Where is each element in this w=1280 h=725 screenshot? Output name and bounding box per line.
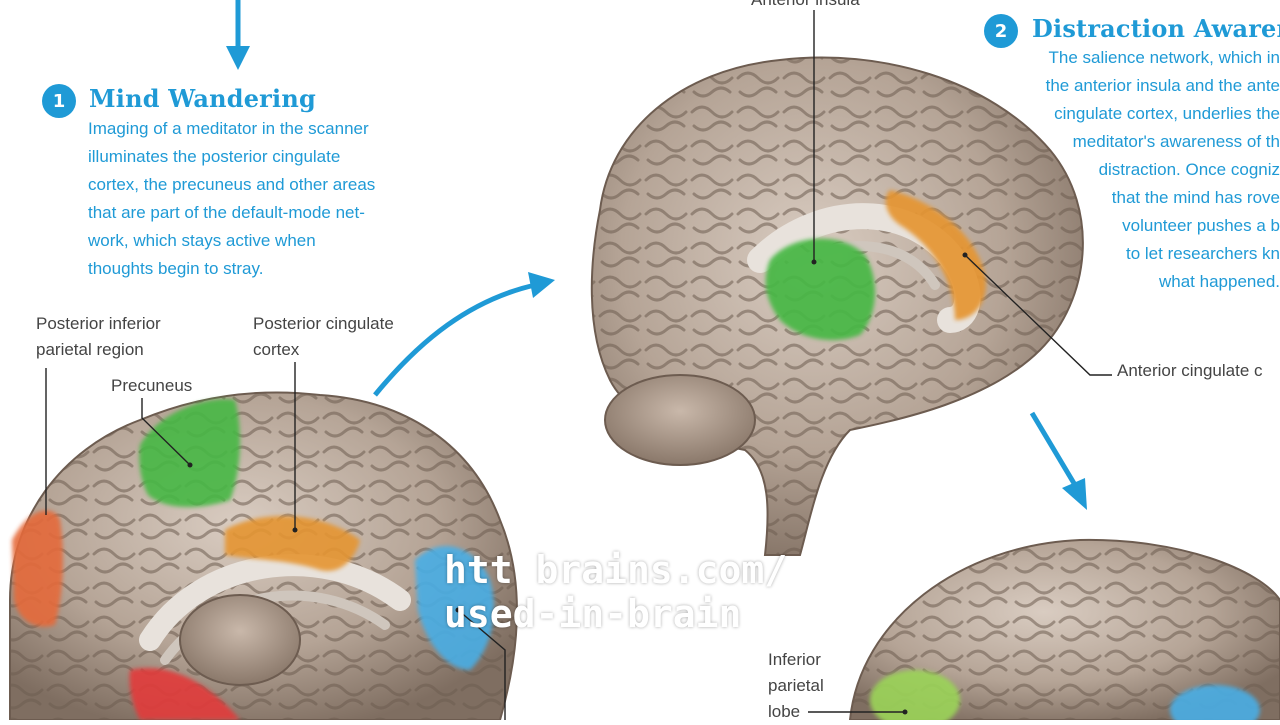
step-2-badge: 2 [984,14,1018,48]
watermark-line-2: used-in-brain [444,592,742,636]
step-1-number: 1 [52,90,66,112]
step-2-number: 2 [994,20,1008,42]
step-1-badge: 1 [42,84,76,118]
brain-view-3 [848,538,1280,720]
label-line: parietal region [36,340,144,359]
label-line: parietal [768,676,824,695]
step-1-line: that are part of the default-mode net- [88,203,365,222]
step-1-line: work, which stays active when [88,231,316,250]
label-inferior-parietal-lobe: Inferior parietal lobe [768,647,824,725]
leader-anterior-cingulate [964,254,1112,376]
curved-arrow-icon [373,272,555,397]
step-2-line: volunteer pushes a b [1122,216,1280,235]
label-posterior-cingulate: Posterior cingulate cortex [253,311,394,363]
arrow-diagonal-icon [1029,411,1087,510]
anterior-insula-region [765,238,876,340]
step-1-title: Mind Wandering [89,84,316,113]
label-line: cortex [253,340,300,359]
step-1-line: Imaging of a meditator in the scanner [88,119,369,138]
step-1-description: Imaging of a meditator in the scanner il… [88,115,375,283]
step-2-line: the anterior insula and the ante [1045,76,1280,95]
precuneus-region [139,399,240,507]
step-2-line: what happened. [1159,272,1280,291]
step-2-line: to let researchers kn [1125,244,1280,263]
watermark-line-1: htt brains.com/ [444,548,788,592]
label-posterior-inferior-parietal: Posterior inferior parietal region [36,311,161,363]
brain-medial-view-1 [9,391,518,720]
leader-lines [45,10,1112,720]
leader-medial-prefrontal [457,609,506,720]
label-anterior-cingulate: Anterior cingulate c [1117,361,1263,380]
step-2-line: meditator's awareness of th [1072,132,1280,151]
posterior-cingulate-region [225,516,360,571]
step-2-line: cingulate cortex, underlies the [1054,104,1280,123]
step-2-line: distraction. Once cogniz [1098,160,1280,179]
arrow-down-icon [226,0,250,70]
inferior-parietal-lobe-region [870,670,960,720]
step-2-line: that the mind has rove [1111,188,1280,207]
label-line: Inferior [768,650,821,669]
brain3-blue-region [1170,685,1260,720]
step-1-line: cortex, the precuneus and other areas [88,175,376,194]
step-2-line: The salience network, which in [1048,48,1280,67]
medial-prefrontal-region [415,546,494,670]
step-2-description: The salience network, which in the anter… [1046,44,1280,296]
label-line: Posterior cingulate [253,314,394,333]
label-precuneus: Precuneus [111,376,193,395]
temporal-red-region [129,668,240,720]
anterior-cingulate-region [885,190,986,320]
brain-medial-view-2 [590,56,1084,556]
label-line: lobe [768,702,801,721]
posterior-inferior-parietal-region [12,510,63,627]
step-1-line: thoughts begin to stray. [88,259,264,278]
label-line: Posterior inferior [36,314,161,333]
step-1-line: illuminates the posterior cingulate [88,147,341,166]
leader-precuneus [141,398,191,466]
label-anterior-insula: Anterior insula [751,0,860,13]
step-2-title: Distraction Awarene [1032,14,1280,43]
